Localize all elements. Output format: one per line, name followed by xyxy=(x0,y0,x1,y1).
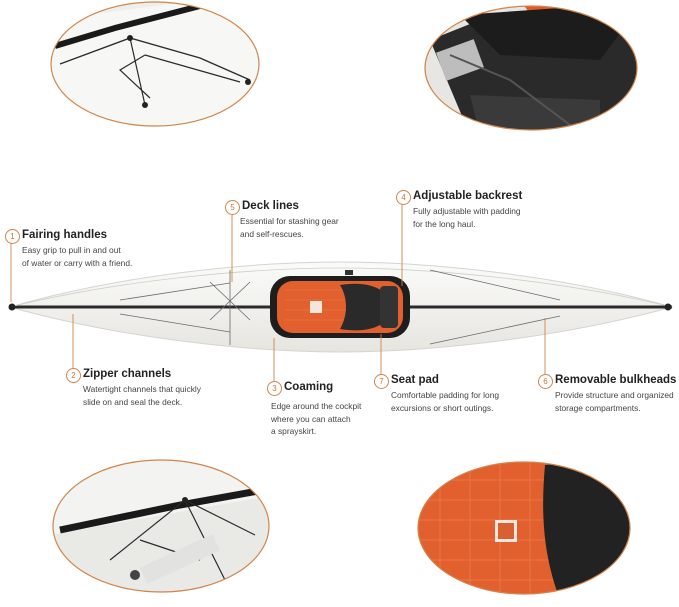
callout-desc: Easy grip to pull in and out of water or… xyxy=(22,245,133,268)
detail-zipper-channel xyxy=(53,460,269,592)
callout-title: Removable bulkheads xyxy=(555,374,677,386)
callout-number: 6 xyxy=(538,374,553,389)
callout-number: 4 xyxy=(396,190,411,205)
callout-title: Adjustable backrest xyxy=(413,190,523,202)
callout-title: Coaming xyxy=(284,381,334,393)
callout-desc: Provide structure and organized storage … xyxy=(555,390,674,413)
callout-number: 7 xyxy=(374,374,389,389)
callout-desc: Watertight channels that quickly slide o… xyxy=(83,384,201,407)
leader-lines xyxy=(10,203,546,383)
callout-desc: Edge around the cockpit where you can at… xyxy=(271,401,362,436)
callout-number: 5 xyxy=(225,200,240,215)
callout-title: Zipper channels xyxy=(83,368,172,380)
callout-number: 3 xyxy=(267,381,282,396)
callout-title: Deck lines xyxy=(242,200,299,212)
detail-deck-lines xyxy=(51,2,259,126)
callout-desc: Comfortable padding for long excursions … xyxy=(391,390,500,413)
callout-title: Fairing handles xyxy=(22,229,107,241)
detail-seat-pad xyxy=(418,462,630,594)
callout-desc: Essential for stashing gear and self-res… xyxy=(240,216,339,239)
detail-backrest xyxy=(425,6,637,130)
kayak-main xyxy=(8,261,674,353)
callout-number: 2 xyxy=(66,368,81,383)
callout-number: 1 xyxy=(5,229,20,244)
callout-desc: Fully adjustable with padding for the lo… xyxy=(413,206,521,229)
callout-title: Seat pad xyxy=(391,374,439,386)
